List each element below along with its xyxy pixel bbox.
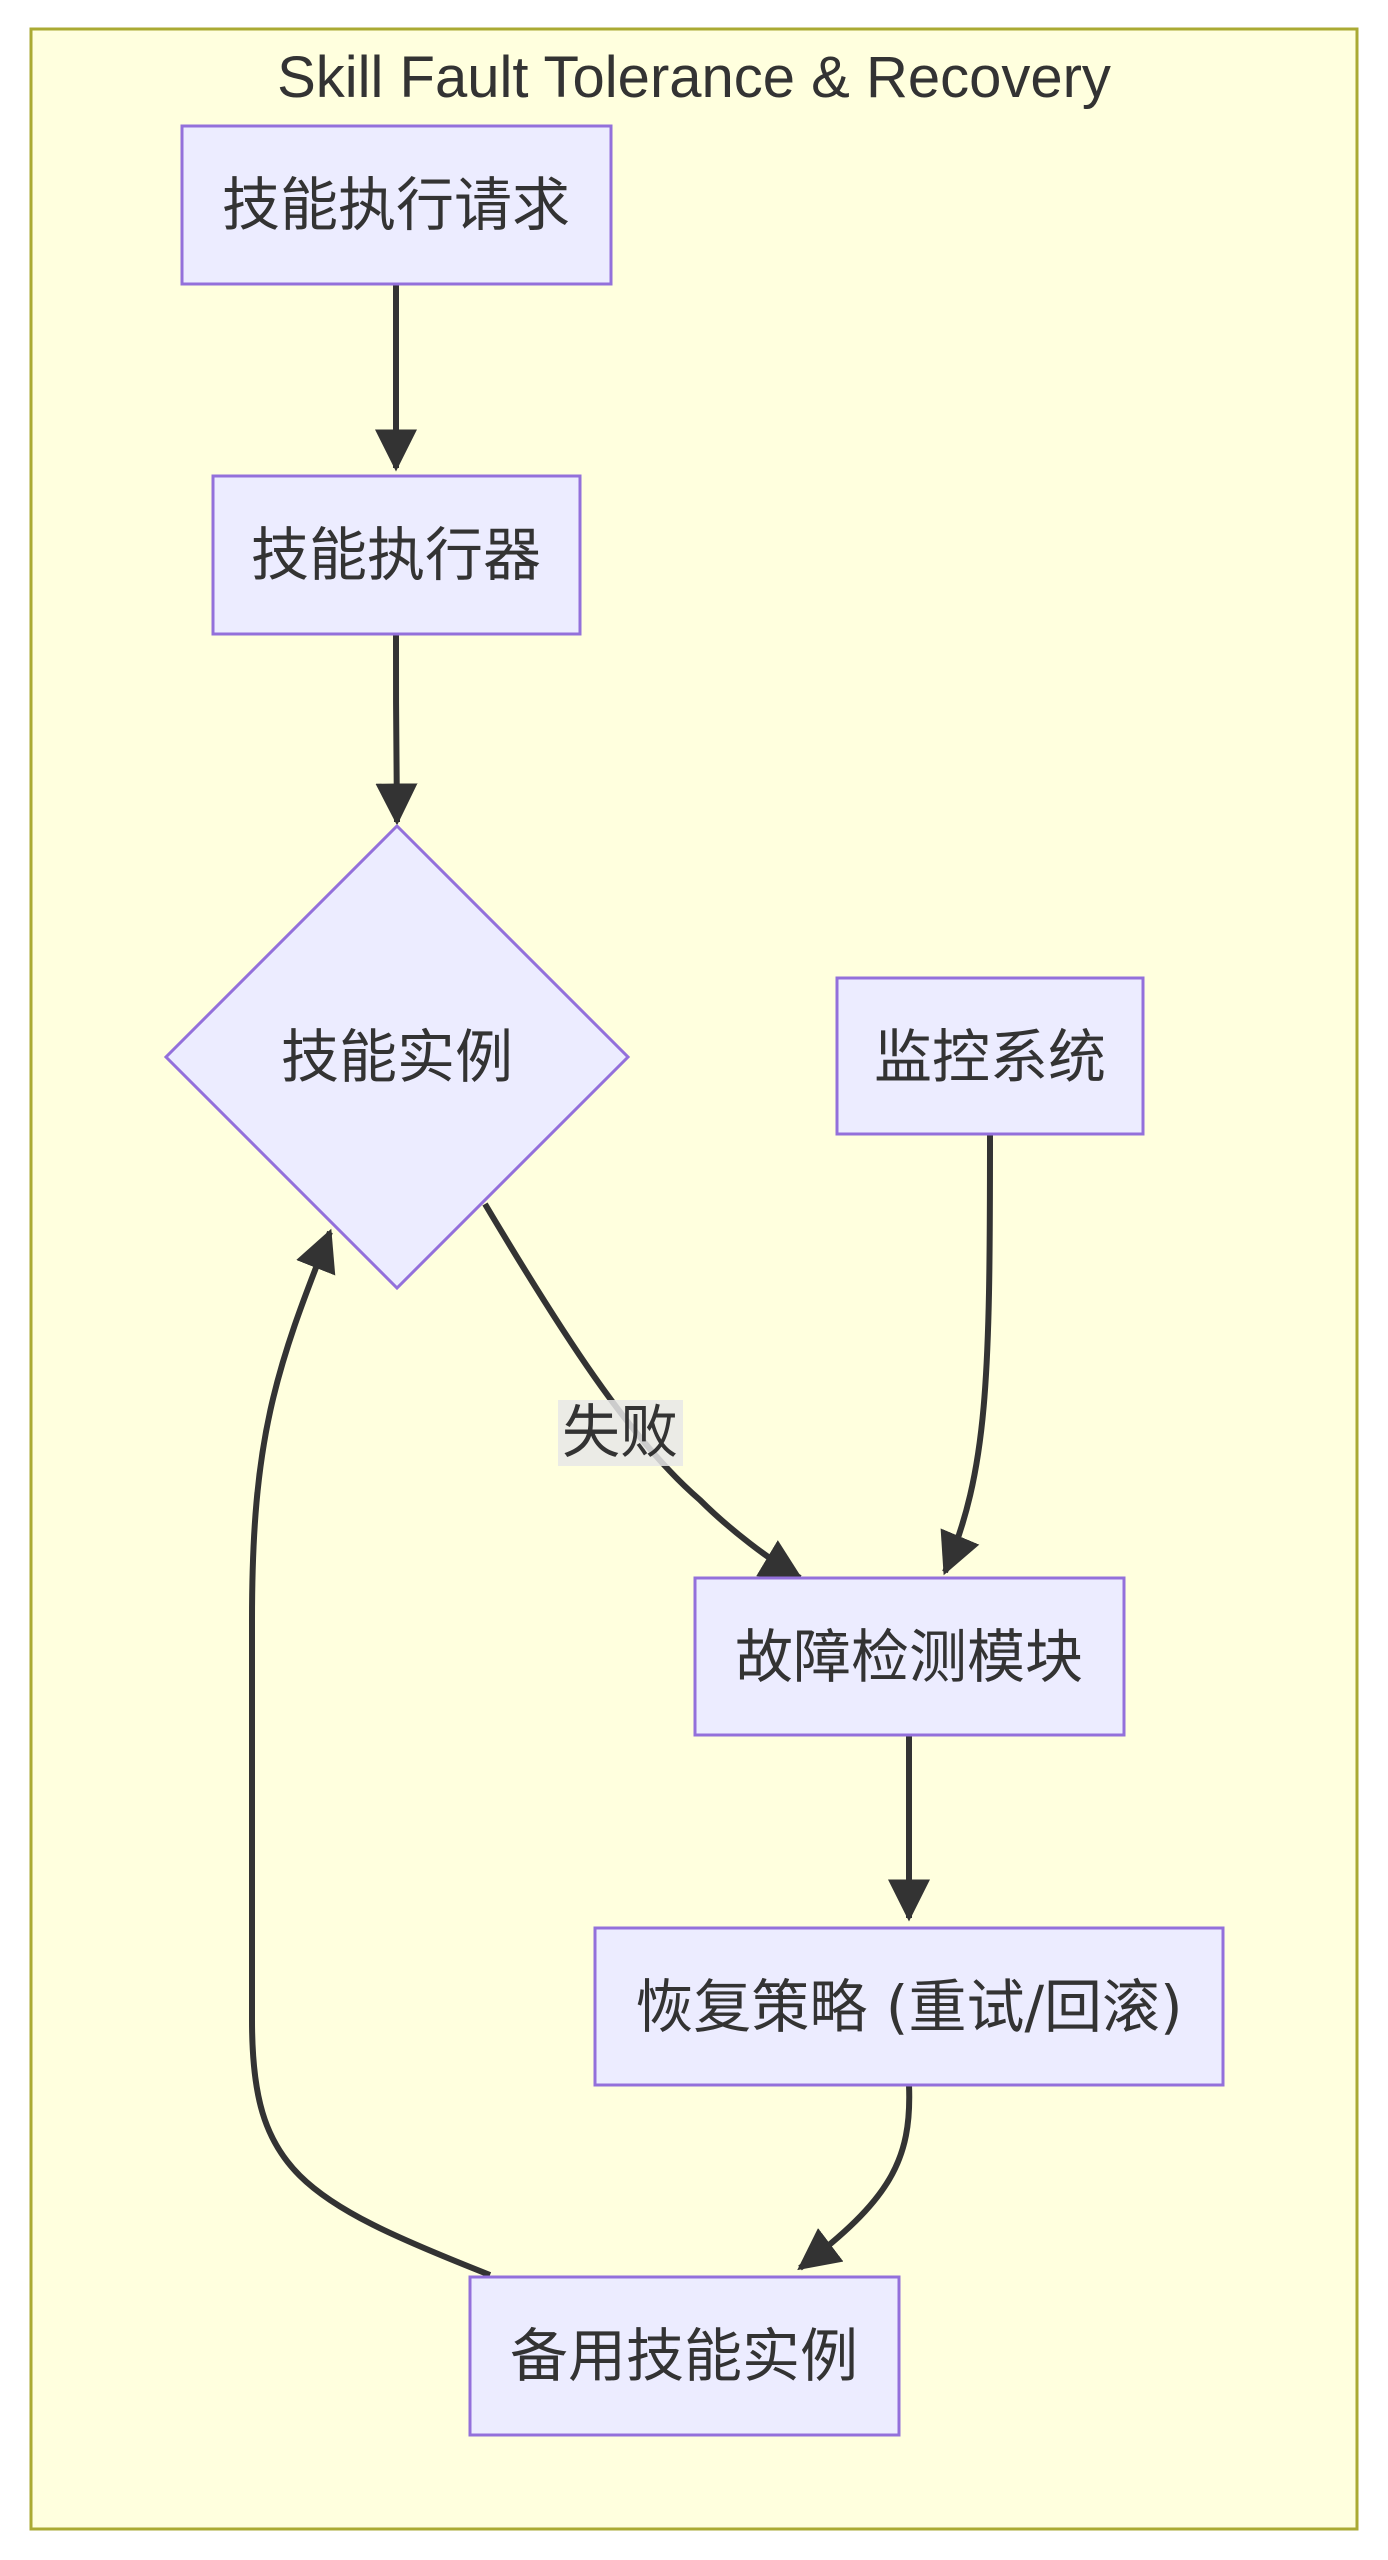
edge-executor-to-instance — [375, 633, 418, 826]
edge-recovery-to-backup — [797, 2084, 913, 2271]
edge-monitor-to-detector — [940, 1133, 993, 1576]
node-request-label: 技能执行请求 — [222, 171, 570, 239]
node-recovery: 恢复策略 (重试/回滚) — [593, 1926, 1225, 2087]
node-backup-label: 备用技能实例 — [510, 2322, 858, 2390]
edge-backup-to-instance — [249, 1228, 492, 2278]
node-executor: 技能执行器 — [211, 474, 582, 636]
node-backup: 备用技能实例 — [468, 2275, 901, 2437]
node-monitor-label: 监控系统 — [874, 1023, 1106, 1091]
node-instance-decision: 技能实例 — [163, 823, 631, 1291]
node-executor-label: 技能执行器 — [251, 521, 541, 589]
node-request: 技能执行请求 — [180, 124, 613, 286]
node-instance-label: 技能实例 — [281, 1023, 513, 1091]
cluster-box — [29, 27, 1359, 2531]
cluster-title: Skill Fault Tolerance & Recovery — [277, 45, 1111, 110]
node-recovery-label: 恢复策略 (重试/回滚) — [635, 1973, 1182, 2041]
edge-label-failure: 失败 — [562, 1398, 678, 1466]
node-detector: 故障检测模块 — [693, 1576, 1126, 1737]
edge-label-bg — [558, 1400, 683, 1466]
node-detector-label: 故障检测模块 — [735, 1623, 1083, 1691]
edge-instance-to-detector — [482, 1202, 804, 1581]
edges — [249, 284, 993, 2278]
node-monitor: 监控系统 — [835, 976, 1145, 1136]
